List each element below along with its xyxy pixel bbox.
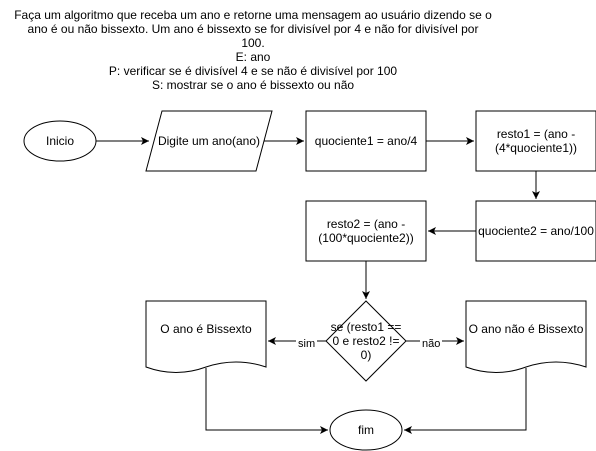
quociente1-box[interactable] [305, 110, 427, 172]
start-label: Inicio [45, 134, 74, 148]
decision-diamond[interactable] [325, 300, 407, 382]
leap-label: O ano é Bissexto [160, 322, 252, 336]
description-line: P: verificar se é divisível 4 e se não é… [108, 64, 398, 78]
end-label: fim [358, 423, 374, 437]
description-line: Faça um algoritmo que receba um ano e re… [14, 8, 492, 22]
description-line: S: mostrar se o ano é bissexto ou não [151, 78, 355, 92]
edge-label-yes: sim [296, 338, 318, 350]
resto1-label: resto1 = (ano - (4*quociente1)) [494, 127, 578, 155]
input-parallelogram[interactable] [145, 110, 273, 172]
not-leap-label: O ano não é Bissexto [468, 322, 584, 336]
leap-document[interactable] [145, 300, 267, 373]
resto2-label: resto2 = (ano - (100*quociente2)) [318, 217, 414, 245]
decision-label: se (resto1 == 0 e resto2 != 0) [330, 320, 402, 362]
end-terminator[interactable] [329, 409, 403, 451]
description-line: 100. [241, 36, 265, 50]
resto2-box[interactable] [305, 200, 427, 262]
not-leap-document[interactable] [465, 300, 587, 373]
description-line: ano é ou não bissexto. Um ano é bissexto… [27, 22, 479, 36]
quociente2-label: quociente2 = ano/100 [478, 224, 594, 238]
input-label: Digite um ano(ano) [157, 134, 261, 148]
description-line: E: ano [235, 50, 271, 64]
edge-label-no: não [420, 338, 443, 350]
edge-not-leap-to-end [404, 368, 527, 434]
quociente1-label: quociente1 = ano/4 [314, 134, 418, 148]
problem-description: Faça um algoritmo que receba um ano e re… [0, 8, 506, 92]
quociente2-box[interactable] [475, 200, 596, 262]
edge-leap-to-end [205, 368, 328, 434]
